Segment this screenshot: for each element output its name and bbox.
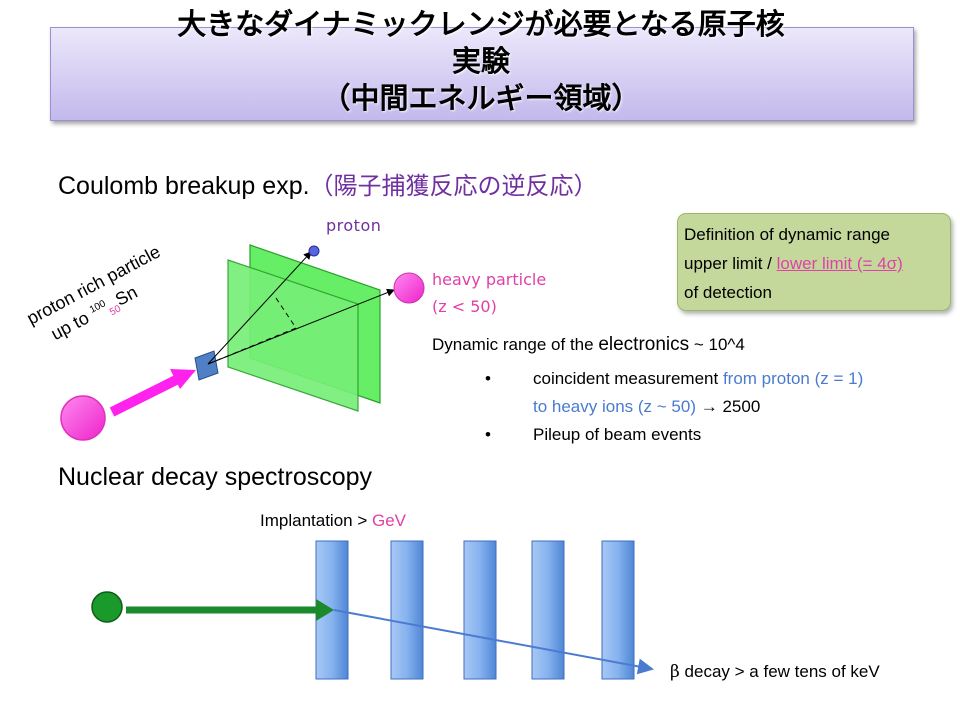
beta-symbol: β <box>670 662 680 682</box>
front-detector-plane <box>227 259 359 412</box>
detector-strip-4 <box>531 540 565 680</box>
heavy-label-line-2: (z < 50) <box>432 297 497 316</box>
dynamic-range-suffix: ~ 10^4 <box>689 335 745 354</box>
proton-label: proton <box>326 216 382 235</box>
definition-text: Definition of dynamic range upper limit … <box>684 220 946 307</box>
heavy-label-line-1: heavy particle <box>432 270 547 289</box>
bullet-glyph-1: • <box>485 369 491 388</box>
implantation-arrow-head <box>316 599 334 621</box>
definition-line-1: Definition of dynamic range <box>684 225 891 244</box>
bullet-2-text: Pileup of beam events <box>533 425 702 444</box>
definition-line-2: upper limit / lower limit (= 4σ) <box>684 249 946 278</box>
title-line-3: （中間エネルギー領域） <box>321 81 641 115</box>
bullet-pileup: • Pileup of beam events <box>485 421 863 449</box>
coulomb-heading-en: Coulomb breakup exp. <box>58 172 310 200</box>
bullet-coincident-cont: to heavy ions (z ~ 50) → 2500 <box>533 393 863 421</box>
heavy-particle-label: heavy particle (z < 50) <box>432 266 546 320</box>
detector-strip-3 <box>463 540 497 680</box>
definition-line-2-prefix: upper limit / <box>684 254 777 273</box>
beam-arrow-head <box>170 369 196 389</box>
beam-arrow <box>109 374 181 417</box>
silicon-detector-stack <box>315 540 635 680</box>
title-box <box>50 27 914 121</box>
dynamic-range-text: Dynamic range of the electronics ~ 10^4 <box>432 334 745 356</box>
dynamic-range-word: electronics <box>598 334 690 355</box>
title-line-1: 大きなダイナミックレンジが必要となる原子核 <box>177 7 785 41</box>
bullet-glyph-2: • <box>485 425 491 444</box>
bullet-coincident: • coincident measurement from proton (z … <box>485 365 864 393</box>
section-decay-heading: Nuclear decay spectroscopy <box>58 463 373 491</box>
detector-strip-5 <box>601 540 635 680</box>
heavy-trajectory <box>207 288 395 365</box>
title-line-2: 実験 <box>451 44 510 78</box>
heavy-particle-icon <box>393 272 425 304</box>
page-title: 大きなダイナミックレンジが必要となる原子核 実験 （中間エネルギー領域） <box>50 6 912 117</box>
proton-trajectory <box>207 251 312 365</box>
beta-decay-text: decay > a few tens of keV <box>679 662 880 681</box>
beta-decay-label: β decay > a few tens of keV <box>670 662 880 682</box>
definition-box <box>677 213 951 311</box>
dynamic-range-bullets: • coincident measurement from proton (z … <box>485 365 864 449</box>
implantation-label: Implantation > GeV <box>260 511 406 531</box>
proton-icon <box>308 245 320 257</box>
implantation-prefix: Implantation > <box>260 511 372 530</box>
definition-line-3: of detection <box>684 283 772 302</box>
target-icon <box>194 350 219 381</box>
implantation-unit: GeV <box>372 511 407 530</box>
definition-lower-limit: lower limit (= 4σ) <box>776 254 903 273</box>
bullet-1b-blue: to heavy ions (z ~ 50) <box>533 397 697 416</box>
dashed-trajectory <box>207 327 297 365</box>
dashed-trajectory-2 <box>275 297 297 329</box>
bullet-1-blue: from proton (z = 1) <box>722 369 864 388</box>
bullet-1b-value: 2500 <box>717 397 761 416</box>
dynamic-range-prefix: Dynamic range of the <box>432 335 599 354</box>
implanted-nucleus-icon <box>91 591 123 623</box>
detector-strip-2 <box>390 540 424 680</box>
section-coulomb-heading: Coulomb breakup exp.（陽子捕獲反応の逆反応） <box>58 166 598 201</box>
bullet-1-text: coincident measurement <box>533 369 723 388</box>
beta-trajectory <box>333 609 654 675</box>
coulomb-heading-jp: （陽子捕獲反応の逆反応） <box>309 172 598 200</box>
beam-particle-icon <box>60 395 106 441</box>
arrow-icon: → <box>700 397 718 416</box>
